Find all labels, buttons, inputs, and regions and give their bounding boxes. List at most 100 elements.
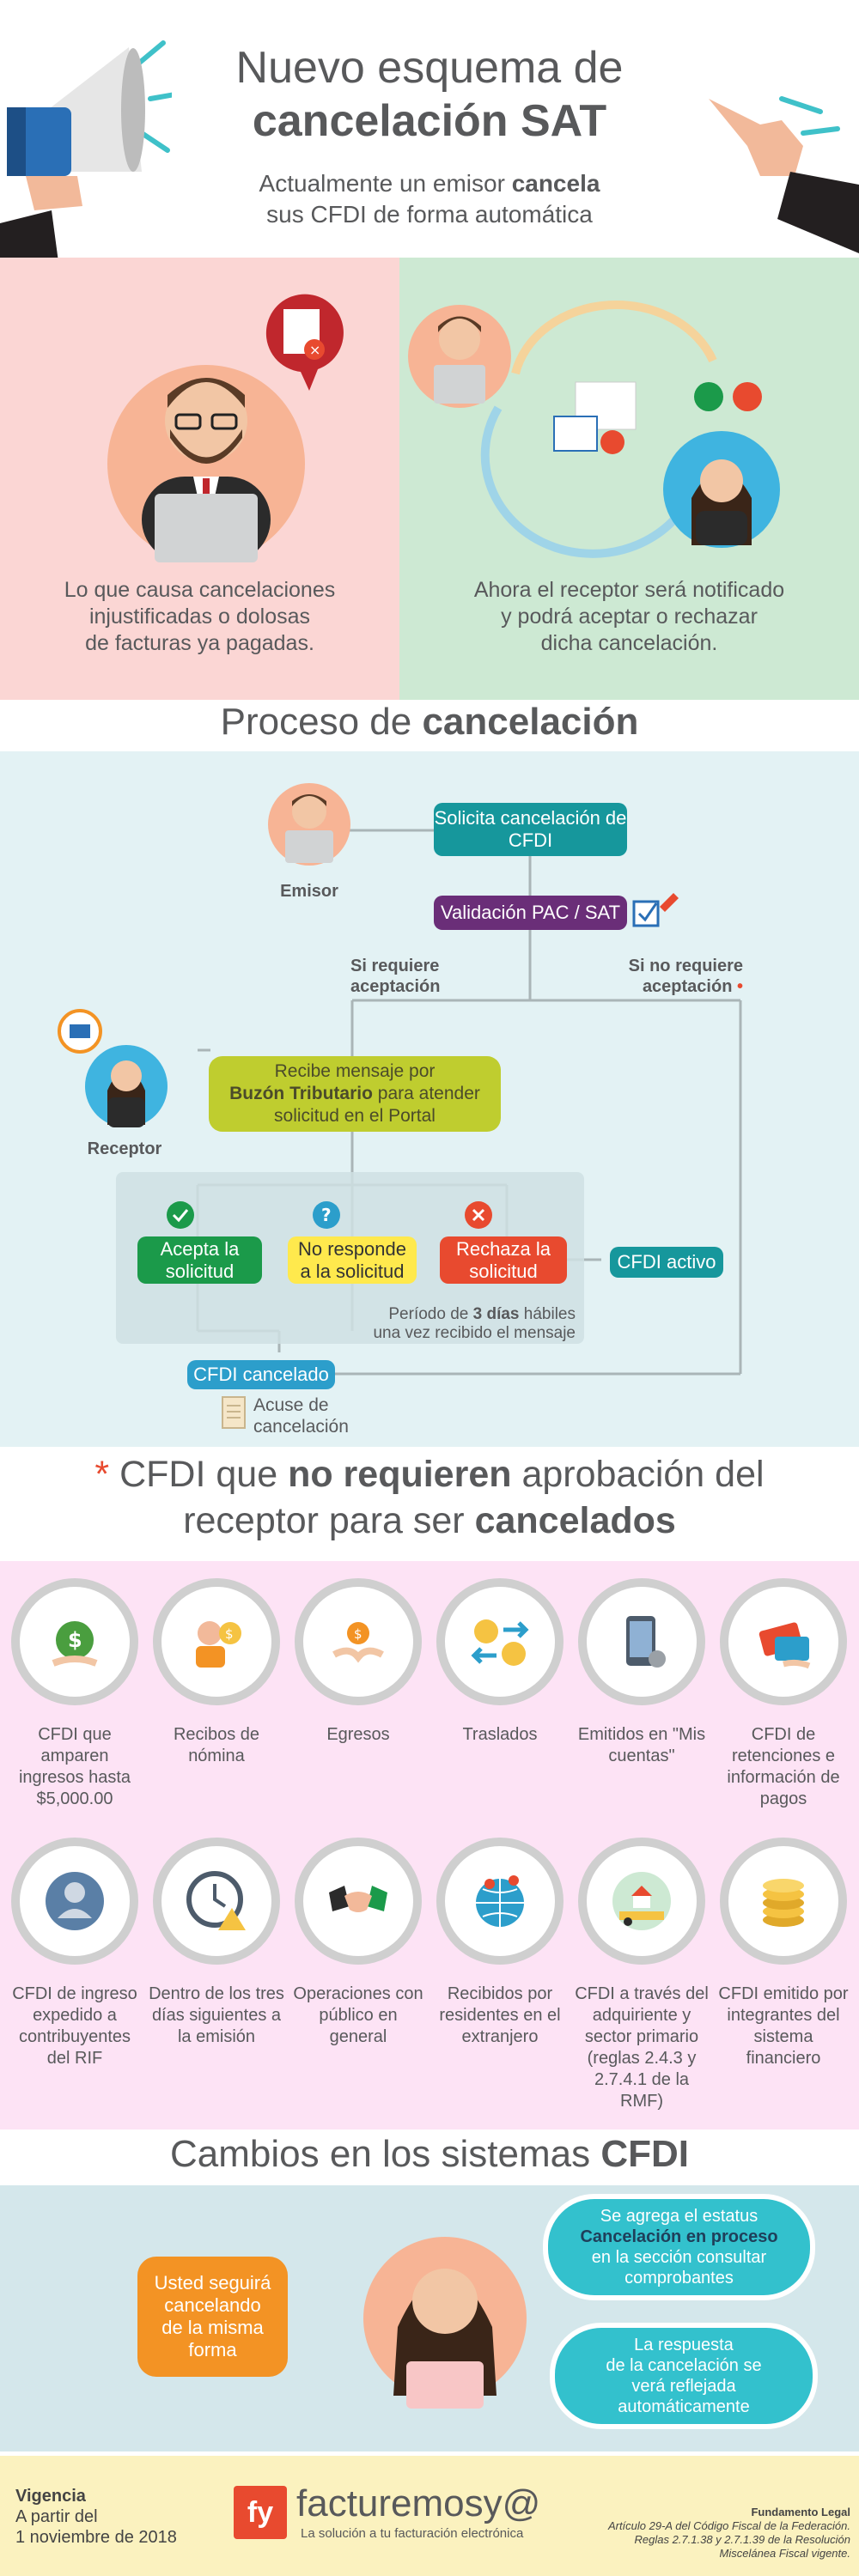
main-subtitle: Actualmente un emisor cancela sus CFDI d… <box>172 168 687 230</box>
no-approval-item-label: CFDI emitido por integrantes del sistema… <box>718 1984 849 2068</box>
no-responde-box[interactable]: No responde a la solicitud <box>288 1236 417 1284</box>
check-icon <box>167 1201 194 1229</box>
rechaza-solicitud-box[interactable]: Rechaza la solicitud <box>440 1236 567 1284</box>
acuse-line2: cancelación <box>253 1417 349 1437</box>
no-approval-title-bold: no requieren <box>288 1454 512 1495</box>
no-approval-item-label: CFDI a través del adquiriente y sector p… <box>575 1984 709 2111</box>
no-approval-item: Operaciones con público en general <box>289 1838 427 2048</box>
no-approval-title-pre: CFDI que <box>109 1454 289 1495</box>
brand-name: facturemosy@ <box>296 2482 541 2524</box>
legal-line2: Reglas 2.7.1.38 y 2.7.1.39 de la Resoluc… <box>634 2533 850 2546</box>
no-approval-item: Dentro de los tres días siguientes a la … <box>148 1838 285 2048</box>
svg-text:$: $ <box>68 1628 82 1652</box>
no-approval-item: $ CFDI que amparen ingresos hasta $5,000.… <box>6 1578 143 1810</box>
no-approval-item-label: CFDI de ingreso expedido a contribuyente… <box>12 1984 137 2068</box>
intro-right-line2: y podrá aceptar o rechazar <box>501 605 758 629</box>
vigencia-label: Vigencia <box>15 2487 86 2506</box>
acepta-solicitud-box[interactable]: Acepta la solicitud <box>137 1236 262 1284</box>
left-bubble-line3: de la misma <box>161 2317 264 2338</box>
no-approval-title-post: aprobación del <box>511 1454 765 1495</box>
acuse-label: Acuse de cancelación <box>253 1394 349 1437</box>
subtitle-line2: sus CFDI de forma automática <box>266 201 593 228</box>
no-approval-grid: $ CFDI que amparen ingresos hasta $5,000.… <box>0 1578 859 2119</box>
no-approval-item: Recibidos por residentes en el extranjer… <box>431 1838 569 2048</box>
payroll-icon: $ <box>153 1578 280 1705</box>
no-approval-item-label: Emitidos en "Mis cuentas" <box>577 1725 706 1765</box>
si-requiere-line1: Si requiere <box>350 957 440 975</box>
acepta-line1: Acepta la <box>160 1237 240 1260</box>
handshake-icon <box>295 1838 422 1965</box>
bottom-bubble: La respuesta de la cancelación se verá r… <box>550 2323 818 2429</box>
emisor-label: Emisor <box>280 882 338 901</box>
megaphone-icon <box>0 40 172 275</box>
changes-title: Cambios en los sistemas CFDI <box>0 2132 859 2177</box>
no-approval-item: Traslados <box>431 1578 569 1746</box>
no-requiere-line1: Si no requiere <box>628 957 743 975</box>
subtitle-bold: cancela <box>511 170 600 197</box>
woman-laptop-illustration <box>363 2237 527 2409</box>
no-responde-line1: No responde <box>298 1237 406 1260</box>
coins-icon <box>720 1838 847 1965</box>
top-bubble-bold: Cancelación en proceso <box>580 2227 778 2246</box>
emitter-illustration: × <box>107 294 344 562</box>
bottom-bubble-line1: La respuesta <box>634 2336 734 2354</box>
vigencia-line1: A partir del <box>15 2507 98 2526</box>
solicita-cancelacion-box: Solicita cancelación de CFDI <box>434 803 627 856</box>
no-approval-item-label: Recibos de nómina <box>173 1725 260 1765</box>
no-approval-item: CFDI de retenciones e información de pag… <box>715 1578 852 1810</box>
receptor-label: Receptor <box>87 1139 162 1158</box>
buzon-line3: solicitud en el Portal <box>274 1106 436 1126</box>
periodo-post: hábiles <box>519 1305 576 1323</box>
acuse-line1: Acuse de <box>253 1395 329 1415</box>
main-title-line1: Nuevo esquema de <box>235 43 624 93</box>
intro-right-text: Ahora el receptor será notificado y podr… <box>412 577 846 657</box>
bottom-bubble-line4: automáticamente <box>618 2397 750 2416</box>
top-bubble: Se agrega el estatus Cancelación en proc… <box>543 2194 815 2300</box>
no-responde-line2: a la solicitud <box>300 1260 405 1282</box>
top-bubble-line4: comprobantes <box>624 2269 734 2287</box>
card-payment-icon <box>720 1578 847 1705</box>
no-requiere-label: Si no requiere aceptación • <box>601 956 743 997</box>
legal-line3: Miscelánea Fiscal vigente. <box>719 2547 850 2560</box>
clock-warning-icon <box>153 1838 280 1965</box>
legal-line1: Artículo 29-A del Código Fiscal de la Fe… <box>607 2519 850 2532</box>
buzon-line2: para atender <box>372 1084 480 1103</box>
vigencia-line2: 1 noviembre de 2018 <box>15 2528 177 2547</box>
farm-icon <box>578 1838 705 1965</box>
no-approval-title: * CFDI que no requieren aprobación del r… <box>0 1451 859 1544</box>
intro-left-text: Lo que causa cancelaciones injustificada… <box>17 577 382 657</box>
no-approval-item-label: Operaciones con público en general <box>293 1984 423 2046</box>
no-approval-title-line2: receptor para ser <box>183 1500 475 1541</box>
no-approval-item-label: Recibidos por residentes en el extranjer… <box>439 1984 561 2046</box>
svg-text:?: ? <box>321 1205 332 1225</box>
si-requiere-label: Si requiere aceptación <box>350 956 440 997</box>
notification-cycle-illustration <box>408 300 780 558</box>
cross-icon <box>465 1201 492 1229</box>
legal-label: Fundamento Legal <box>751 2506 850 2518</box>
periodo-pre: Período de <box>388 1305 473 1323</box>
subtitle-text: Actualmente un emisor <box>259 170 512 197</box>
left-bubble-line4: forma <box>188 2339 237 2360</box>
changes-title-bold: CFDI <box>600 2133 689 2175</box>
receptor-avatar <box>58 1009 168 1127</box>
no-requiere-line2: aceptación <box>642 977 733 996</box>
no-approval-item-label: Dentro de los tres días siguientes a la … <box>149 1984 284 2046</box>
left-bubble-line2: cancelando <box>164 2294 261 2316</box>
intro-left-line3: de facturas ya pagadas. <box>85 631 314 655</box>
changes-title-pre: Cambios en los sistemas <box>170 2133 601 2175</box>
no-approval-item: $Egresos <box>289 1578 427 1746</box>
no-approval-item-label: CFDI que amparen ingresos hasta $5,000.0… <box>18 1725 131 1808</box>
legal-block: Fundamento Legal Artículo 29-A del Códig… <box>550 2506 850 2561</box>
no-approval-item: Emitidos en "Mis cuentas" <box>573 1578 710 1767</box>
buzon-line1: Recibe mensaje por <box>274 1061 436 1081</box>
bottom-bubble-line2: de la cancelación se <box>606 2356 762 2375</box>
cfdi-activo-box: CFDI activo <box>610 1247 723 1278</box>
no-approval-item-label: Traslados <box>462 1725 538 1744</box>
no-approval-item: CFDI de ingreso expedido a contribuyente… <box>6 1838 143 2069</box>
vigencia-block: Vigencia A partir del 1 noviembre de 201… <box>15 2486 177 2548</box>
periodo-line2: una vez recibido el mensaje <box>373 1324 576 1342</box>
buzon-tributario-box: Recibe mensaje por Buzón Tributario para… <box>209 1056 501 1132</box>
left-bubble-line1: Usted seguirá <box>154 2272 271 2293</box>
svg-text:×: × <box>309 342 320 358</box>
question-icon: ? <box>313 1201 340 1229</box>
